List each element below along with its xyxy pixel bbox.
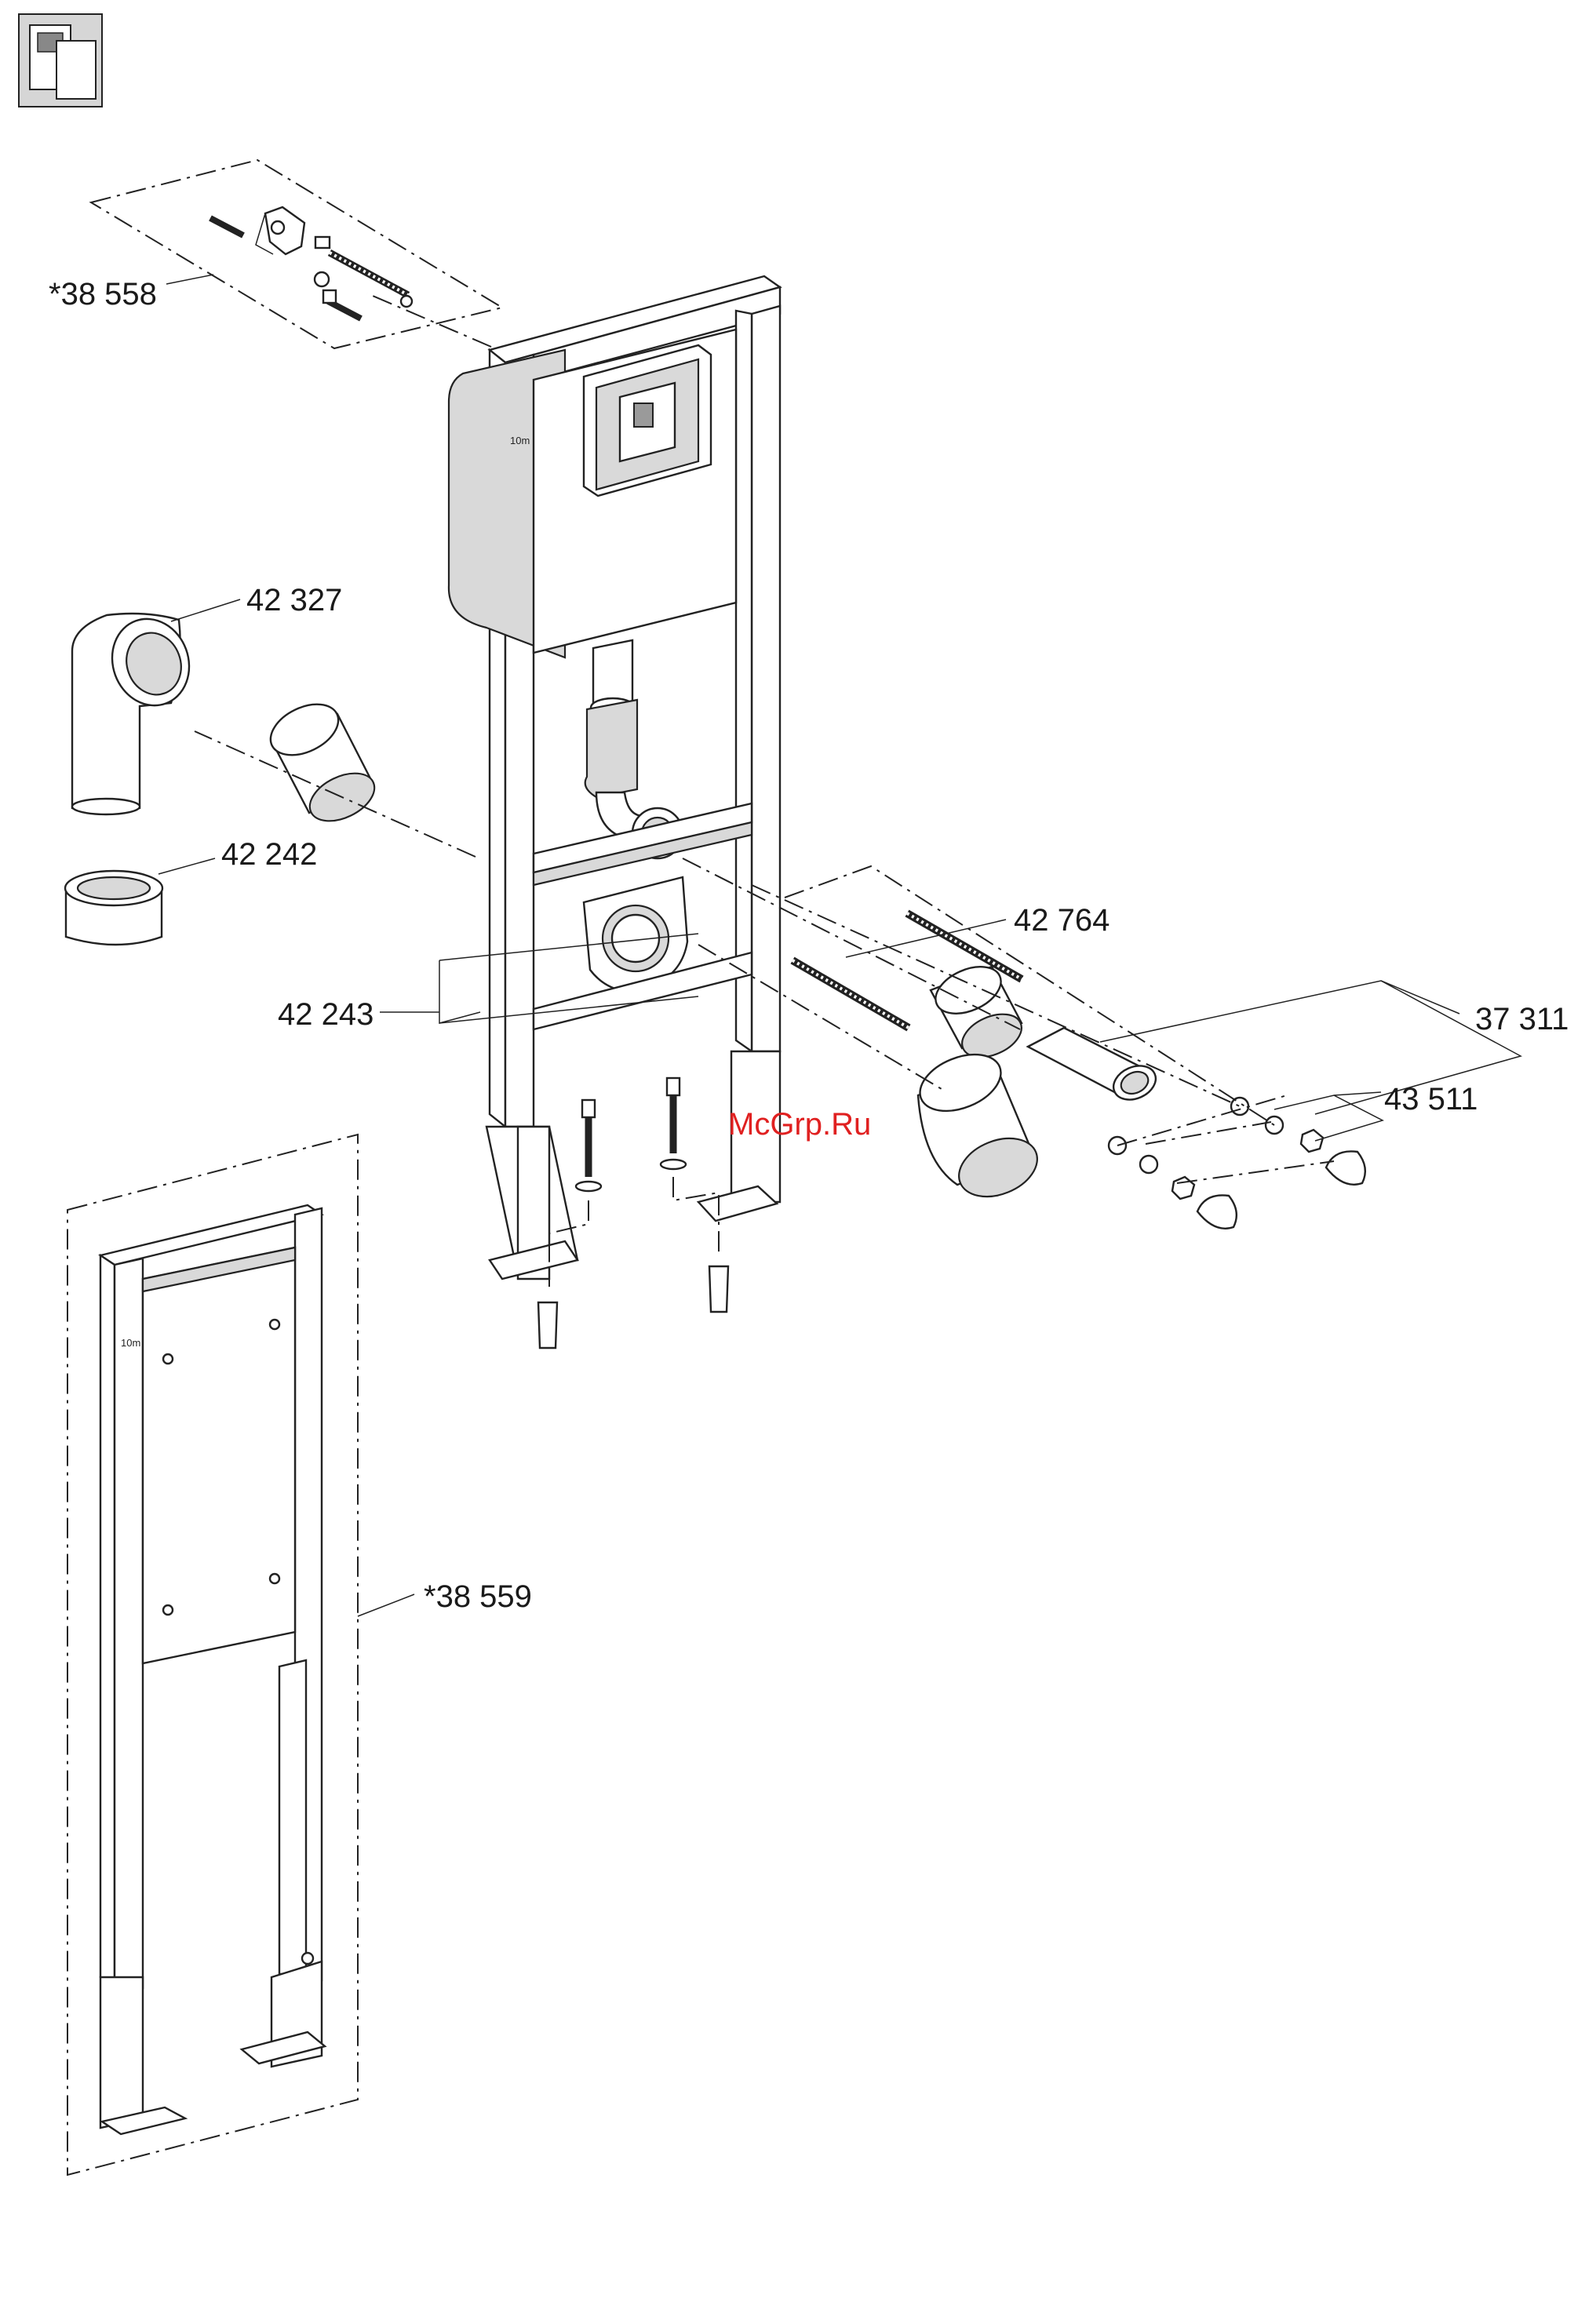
threaded-rod-small [330,253,408,295]
extension-frame-group: 10m [67,1135,414,2175]
screw-small [210,218,412,319]
watermark-text: McGrp.Ru [728,1107,871,1142]
part-label-38558: *38 558 [49,277,157,311]
wc-connector-pipes [912,957,1161,1207]
washers-and-caps [1109,1098,1365,1229]
frame-mark: 10m [510,435,530,446]
pipe-bend-90 [72,608,201,814]
part-label-42242: 42 242 [221,837,317,872]
frame-mark-extension: 10m [121,1337,140,1349]
connector-sleeve [262,694,382,831]
anchor-bracket [256,207,304,254]
part-label-42764: 42 764 [1014,903,1110,938]
leader-lines [159,275,1521,1183]
part-label-37311: 37 311 [1475,1002,1569,1036]
part-label-42243: 42 243 [278,997,373,1032]
bracket-kit-group [91,160,502,348]
part-label-43511: 43 511 [1384,1082,1478,1116]
part-label-38559: *38 559 [424,1579,532,1614]
end-cap [65,871,162,945]
part-label-42327: 42 327 [246,583,342,617]
product-thumbnail-icon [19,14,102,107]
